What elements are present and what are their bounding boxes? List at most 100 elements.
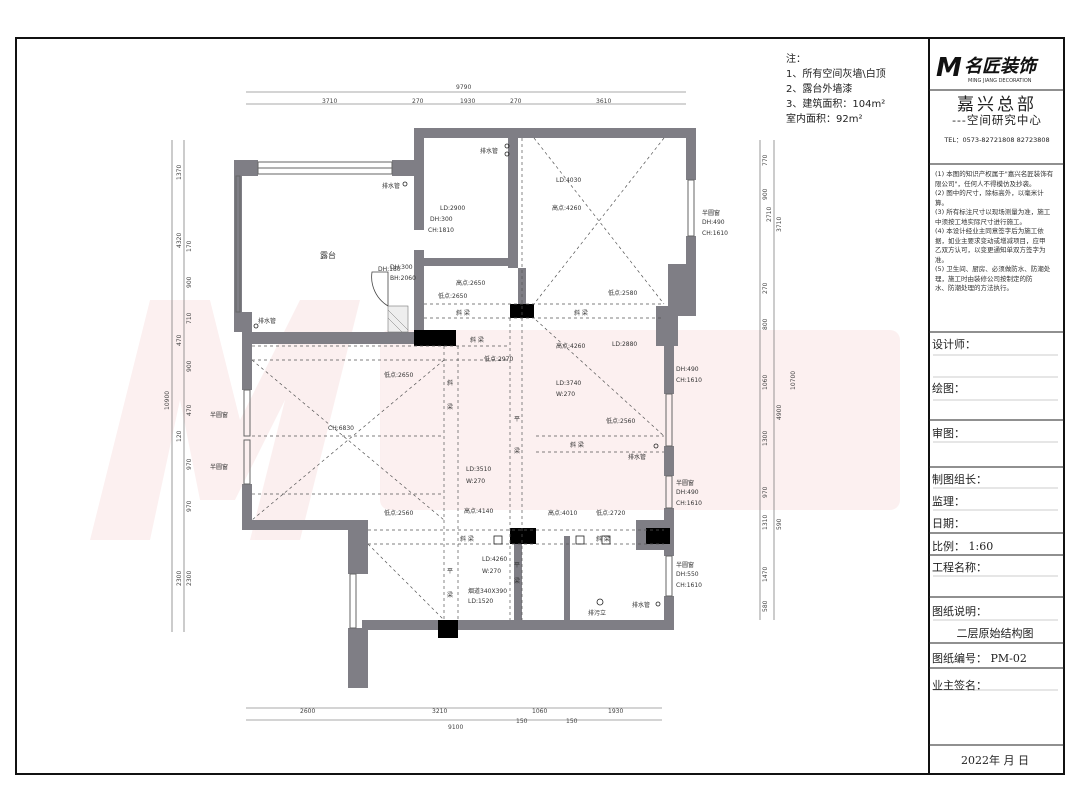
dim-left-seg: 170 <box>186 240 193 252</box>
dim-top-seg: 3710 <box>322 98 338 105</box>
company-logo: M 名匠装饰 MING JIANG DECORATION <box>934 48 1060 86</box>
low-point-label: 低点:2650 <box>384 372 414 379</box>
dim-left-seg: 710 <box>186 312 193 324</box>
title-block-rules <box>929 89 1064 746</box>
high-point-label: 高点:2650 <box>456 280 486 287</box>
legal-line: (3) 所有标注尺寸以现场测量为准，施工中须按工地实际尺寸进行施工。 <box>935 208 1051 226</box>
dim-right-seg: 800 <box>762 318 769 330</box>
high-point-label: 高点:4260 <box>556 343 586 350</box>
beam-label: 梁 <box>514 578 521 585</box>
ch-label: CH:6830 <box>328 425 354 432</box>
dim-bottom-total: 9100 <box>448 724 464 731</box>
low-point-label: 低点:2970 <box>484 356 514 363</box>
door-hatch <box>387 305 409 333</box>
note-item: 3、建筑面积：104m² <box>786 99 886 110</box>
dim-right-seg: 270 <box>762 282 769 294</box>
sewer-label: 排污立 <box>588 610 607 617</box>
flue-label: 烟道340X390 <box>468 588 508 595</box>
half-round-window-label: 半圆窗 <box>210 412 229 419</box>
dim-bottom-seg: 3210 <box>432 708 448 715</box>
dim-left-seg: 2300 <box>186 570 193 586</box>
beam-label: 斜 梁 <box>470 337 484 344</box>
windows <box>235 161 695 629</box>
note-item: 2、露台外墙漆 <box>786 84 853 95</box>
ch-label: CH:1610 <box>676 500 702 507</box>
beam-label: 梁 <box>514 448 521 455</box>
dim-right-seg: 1310 <box>762 514 769 530</box>
dim-right-seg: 2710 <box>766 206 773 222</box>
dim-bottom-seg: 1060 <box>532 708 548 715</box>
ld-label: LD:4260 <box>482 556 508 563</box>
title-block-border <box>928 37 1065 775</box>
dim-left-seg: 2300 <box>176 570 183 586</box>
drawing-desc-label: 图纸说明： <box>932 605 987 618</box>
svg-text:M: M <box>936 53 962 83</box>
w-label: W:270 <box>466 478 486 485</box>
low-point-label: 低点:2650 <box>438 293 468 300</box>
dh-label: DH:490 <box>676 489 699 496</box>
drain-label: 排水管 <box>632 602 651 609</box>
reviewer-field: 审图： <box>932 427 965 440</box>
dim-left-seg: 900 <box>186 276 193 288</box>
dim-left-seg: 900 <box>186 360 193 372</box>
title-block-thin-rules <box>933 354 1058 691</box>
ld-label: LD:3740 <box>556 380 582 387</box>
drain-label: 排水管 <box>258 318 277 325</box>
drawing-desc-value: 二层原始结构图 <box>956 627 1034 640</box>
half-round-window-label: 半圆窗 <box>676 562 695 569</box>
date-line: 2022年 月 日 <box>961 754 1029 767</box>
dh-label: DH:300 <box>390 264 413 271</box>
beam-label: 斜 <box>447 380 454 387</box>
low-point-label: 低点:2580 <box>608 290 638 297</box>
structural-columns <box>414 304 670 638</box>
dh-label: DH:180 <box>378 266 401 273</box>
company-tel: TEL：0573-82721808 82723808 <box>944 136 1050 144</box>
ld-label: LD:2900 <box>440 205 466 212</box>
low-point-label: 低点:2560 <box>384 510 414 517</box>
drain-label: 排水管 <box>382 183 401 190</box>
ch-label: CH:1610 <box>676 377 702 384</box>
general-notes: 注： 1、所有空间灰墙\白顶 2、露台外墙漆 3、建筑面积：104m² 室内面积… <box>786 52 886 127</box>
dh-label: DH:300 <box>430 216 453 223</box>
high-point-label: 高点:4140 <box>464 508 494 515</box>
watermark-logo <box>90 300 900 540</box>
w-label: W:270 <box>482 568 502 575</box>
beam-label: 梁 <box>447 404 454 411</box>
dim-top-seg: 270 <box>412 98 424 105</box>
dim-top-seg: 3610 <box>596 98 612 105</box>
ch-label: CH:1610 <box>676 582 702 589</box>
pipe-markers <box>253 143 661 607</box>
beam-lines <box>251 137 665 621</box>
beam-label: 斜 梁 <box>574 310 588 317</box>
drawing-number-field: 图纸编号： PM-02 <box>932 652 1027 665</box>
dim-right-seg: 770 <box>762 154 769 166</box>
room-terrace: 露台 <box>320 251 336 260</box>
beam-label: 梁 <box>447 592 454 599</box>
dim-bottom-seg: 2600 <box>300 708 316 715</box>
ld-label: LD:3510 <box>466 466 492 473</box>
beam-label: 斜 梁 <box>460 536 474 543</box>
dh-label: DH:490 <box>676 366 699 373</box>
date-field: 日期： <box>932 517 965 530</box>
legal-line: 水、防潮处理的方法执行。 <box>935 284 1013 292</box>
dim-right-seg: 1470 <box>762 566 769 582</box>
dim-bottom-seg: 150 <box>516 718 528 725</box>
dim-left-seg: 120 <box>176 430 183 442</box>
dim-left-seg: 970 <box>186 500 193 512</box>
dim-right-seg: 970 <box>762 486 769 498</box>
drain-label: 排水管 <box>480 148 499 155</box>
dim-bottom-seg: 1930 <box>608 708 624 715</box>
legal-notes: (1) 本图的知识产权属于"嘉兴名匠装饰有限公司"，任何人不得模仿及抄袭。 (2… <box>935 170 1055 294</box>
svg-text:MING JIANG DECORATION: MING JIANG DECORATION <box>968 78 1032 84</box>
team-lead-field: 制图组长： <box>932 473 987 486</box>
legal-line: 乙双方认可，以变更通知单双方签字为准。 <box>935 246 1046 264</box>
dim-left-seg: 470 <box>186 404 193 416</box>
high-point-label: 高点:4260 <box>552 205 582 212</box>
dim-right-seg: 1060 <box>762 374 769 390</box>
dim-left-total: 10900 <box>164 390 171 410</box>
terrace-door-swing <box>371 271 389 307</box>
w-label: W:270 <box>556 391 576 398</box>
ld-label: LD:4030 <box>556 177 582 184</box>
beam-label: 斜 梁 <box>596 536 610 543</box>
